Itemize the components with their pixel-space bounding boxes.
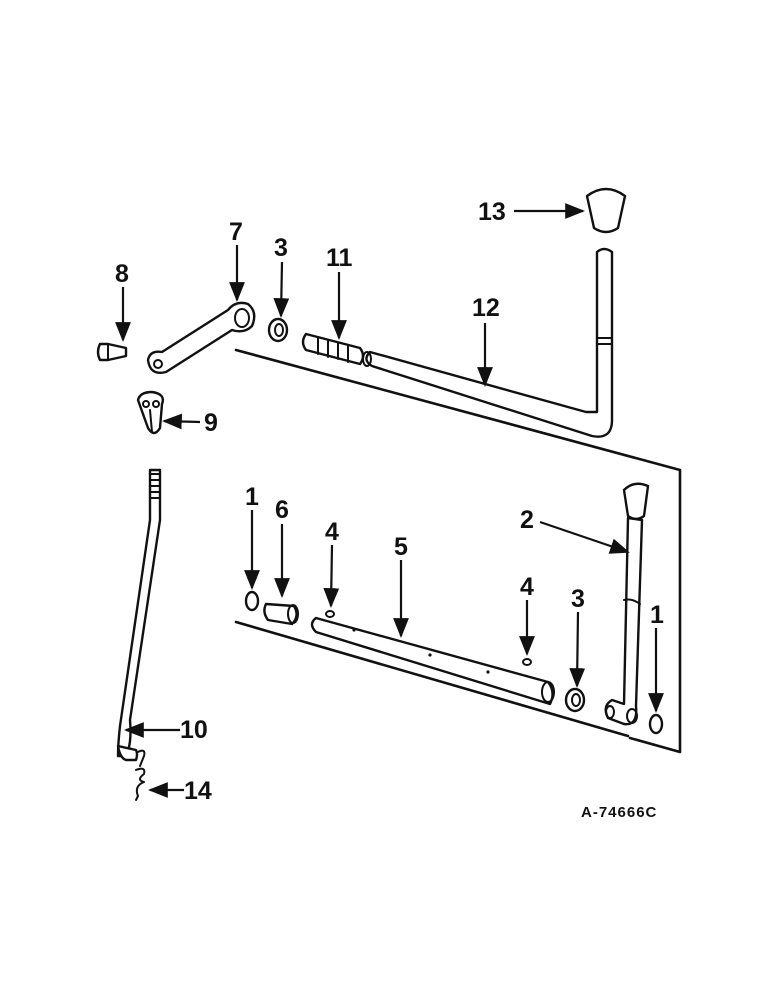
callout-14: 14 <box>184 777 212 805</box>
callout-13: 13 <box>478 198 506 226</box>
callout-3-lower: 3 <box>571 585 585 613</box>
callout-8: 8 <box>115 260 129 288</box>
part-10-rod <box>116 468 162 762</box>
callout-4-left: 4 <box>325 518 339 546</box>
part-4-pin-right <box>522 658 532 666</box>
part-4-pin-left <box>325 610 335 618</box>
part-12-lever <box>362 247 614 438</box>
callout-5: 5 <box>394 533 408 561</box>
part-7-arm <box>146 301 256 374</box>
callout-6: 6 <box>275 496 289 524</box>
mounting-panel <box>234 348 682 754</box>
callout-11: 11 <box>326 244 353 272</box>
part-9-clevis <box>136 390 165 435</box>
part-2-lever-assembly <box>604 482 650 726</box>
part-11-sleeve <box>301 332 365 366</box>
part-13-knob <box>585 187 627 234</box>
part-1-ring-left <box>244 590 260 612</box>
part-6-bushing <box>263 602 299 626</box>
part-1-ring-right <box>648 713 664 735</box>
callout-2: 2 <box>520 506 534 534</box>
leader-arrows <box>115 203 664 798</box>
callout-3-upper: 3 <box>274 234 288 262</box>
callout-1-left: 1 <box>245 483 259 511</box>
callout-12: 12 <box>472 294 500 322</box>
part-5-shaft <box>310 616 555 706</box>
part-3-washer-lower <box>564 687 586 713</box>
callout-7: 7 <box>229 218 243 246</box>
callout-1-right: 1 <box>650 601 664 629</box>
part-8-pin <box>96 342 128 362</box>
part-14-clip <box>135 749 146 801</box>
part-3-washer-upper <box>267 317 289 343</box>
callout-10: 10 <box>180 716 208 744</box>
drawing-code: A-74666C <box>581 804 657 821</box>
callout-9: 9 <box>204 409 218 437</box>
callout-4-right: 4 <box>520 573 534 601</box>
